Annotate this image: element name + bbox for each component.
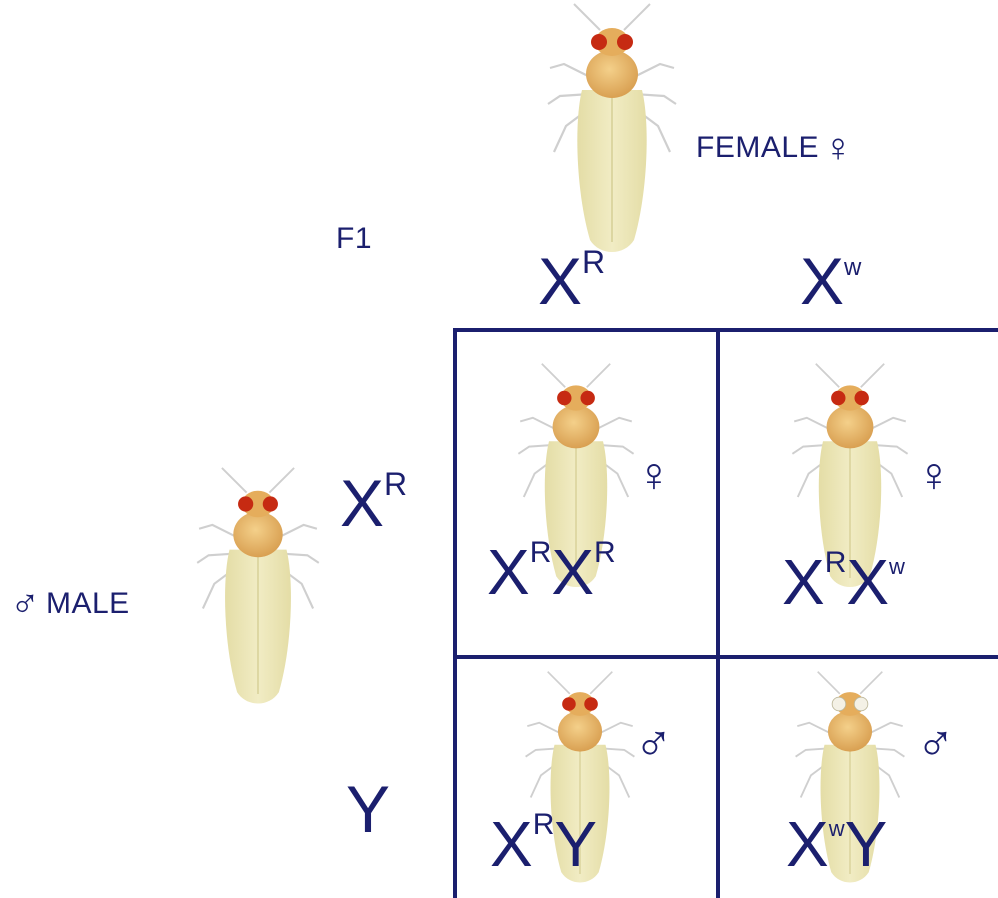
cell-2-genotype: XRXw	[782, 550, 905, 614]
female-label: FEMALE ♀	[696, 128, 853, 168]
cell-4-sex-symbol: ♂	[916, 718, 955, 770]
male-label: ♂ MALE	[10, 584, 130, 624]
male-symbol-icon: ♂	[10, 584, 40, 624]
offspring-fly-icon	[850, 772, 851, 773]
cell-3-genotype: XRY	[490, 812, 597, 876]
female-allele-1: XR	[538, 248, 605, 314]
male-allele-1: XR	[340, 470, 407, 536]
offspring-fly-icon	[850, 470, 851, 471]
cell-1-sex-symbol: ♀	[636, 452, 672, 500]
female-symbol-icon: ♀	[823, 128, 853, 168]
offspring-fly-icon	[580, 772, 581, 773]
cell-3-sex-symbol: ♂	[634, 718, 673, 770]
male-parent-fly-icon	[258, 580, 259, 581]
female-parent-fly-icon	[612, 122, 613, 123]
generation-label: F1	[336, 222, 372, 256]
offspring-fly-icon	[576, 470, 577, 471]
female-allele-2: Xw	[800, 248, 861, 314]
cell-4-genotype: XwY	[786, 812, 887, 876]
cell-1-genotype: XRXR	[487, 540, 616, 604]
male-allele-2: Y	[346, 776, 390, 842]
cell-2-sex-symbol: ♀	[916, 452, 952, 500]
